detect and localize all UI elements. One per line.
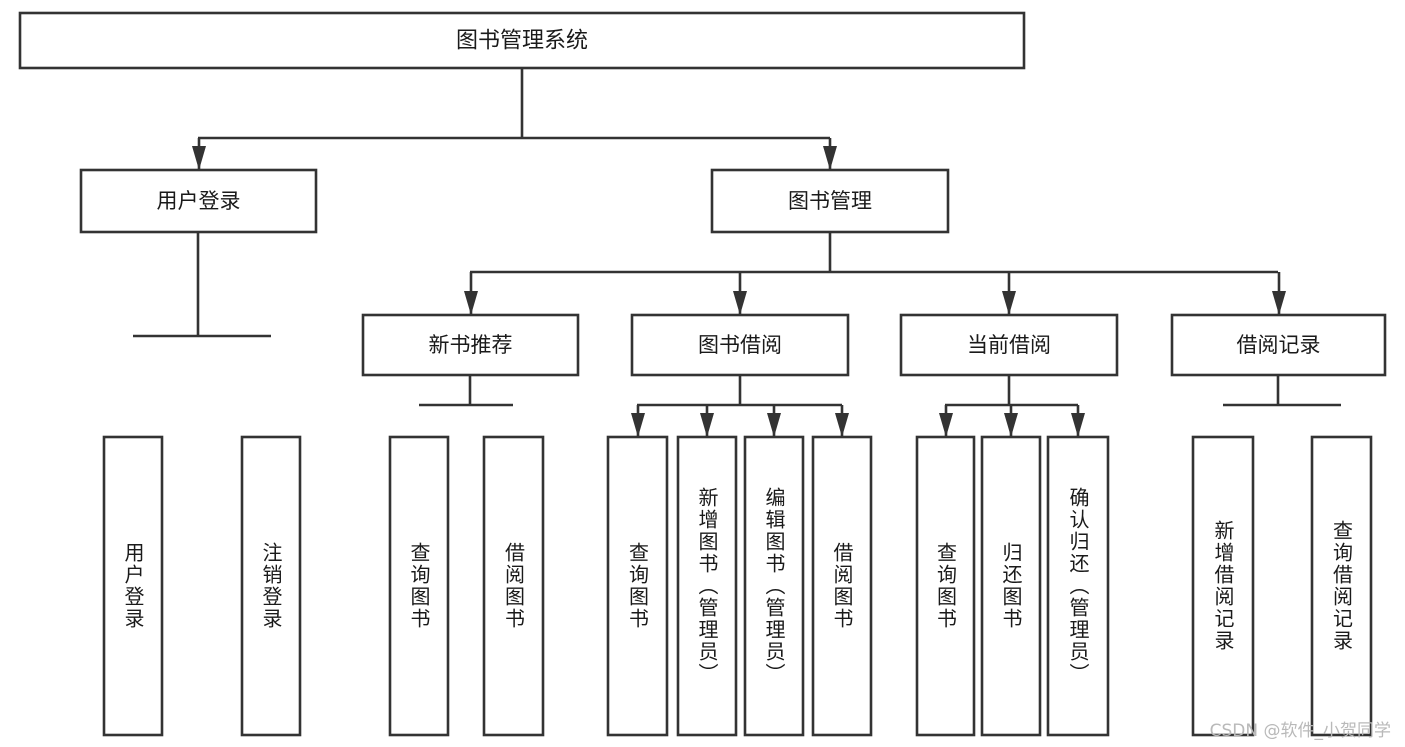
arrow-head-icon <box>1002 291 1016 315</box>
node-borrow-record-label: 借阅记录 <box>1237 333 1321 357</box>
node-book-borrow-label: 图书借阅 <box>698 333 782 357</box>
arrow-head-icon <box>1272 291 1286 315</box>
arrow-head-icon <box>631 413 645 437</box>
node-current-borrow-label: 当前借阅 <box>967 333 1051 357</box>
node-leaf-query-book-3-box[interactable] <box>915 435 976 737</box>
node-leaf-borrow-book-1-box[interactable] <box>482 435 545 737</box>
node-leaf-add-book-box[interactable] <box>676 435 738 737</box>
node-leaf-query-book-2-box[interactable] <box>606 435 669 737</box>
arrow-head-icon <box>733 291 747 315</box>
node-leaf-borrow-book-2-box[interactable] <box>811 435 873 737</box>
node-leaf-query-record-box[interactable] <box>1310 435 1373 737</box>
node-leaf-add-record-box[interactable] <box>1191 435 1255 737</box>
arrow-head-icon <box>700 413 714 437</box>
node-borrow-record-box[interactable] <box>1170 313 1387 377</box>
node-current-borrow-box[interactable] <box>899 313 1119 377</box>
node-new-book-rec-label: 新书推荐 <box>429 333 513 357</box>
node-leaf-user-login-box[interactable] <box>102 435 164 737</box>
node-leaf-logout-box[interactable] <box>240 435 302 737</box>
node-leaf-edit-book-box[interactable] <box>743 435 805 737</box>
arrow-head-icon <box>1004 413 1018 437</box>
node-user-login-label: 用户登录 <box>157 189 241 213</box>
arrow-head-icon <box>835 413 849 437</box>
node-book-borrow-box[interactable] <box>630 313 850 377</box>
arrow-head-icon <box>1071 413 1085 437</box>
node-root-box[interactable] <box>18 11 1026 70</box>
arrow-head-icon <box>192 146 206 170</box>
arrow-head-icon <box>767 413 781 437</box>
node-new-book-rec-box[interactable] <box>361 313 580 377</box>
arrow-head-icon <box>939 413 953 437</box>
node-book-manage-label: 图书管理 <box>788 189 872 213</box>
node-leaf-return-book-box[interactable] <box>980 435 1042 737</box>
connectors-layer <box>133 68 1341 437</box>
node-leaf-query-book-1-box[interactable] <box>388 435 450 737</box>
watermark: CSDN @软件_小贺同学 <box>1209 721 1391 741</box>
arrow-head-icon <box>464 291 478 315</box>
node-book-manage-box[interactable] <box>710 168 950 234</box>
arrow-head-icon <box>823 146 837 170</box>
node-leaf-confirm-return-box[interactable] <box>1046 435 1110 737</box>
node-root-label: 图书管理系统 <box>456 29 588 54</box>
node-user-login-box[interactable] <box>79 168 318 234</box>
